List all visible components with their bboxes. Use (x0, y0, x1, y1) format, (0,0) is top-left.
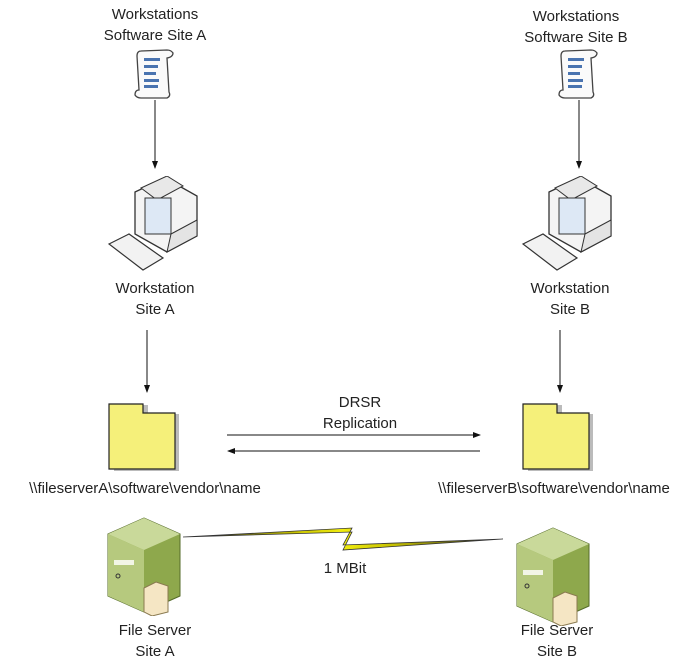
replication-label: DRSR Replication (322, 394, 398, 432)
file-server-icon[interactable] (104, 516, 186, 616)
software-site-b-label: Workstations Software Site B (524, 8, 628, 46)
folder-icon[interactable] (521, 403, 593, 471)
share-path-site-a: \\fileserverA\software\vendor\name (29, 480, 261, 497)
file-server-site-b-label: File Server Site B (520, 622, 594, 660)
file-server-icon[interactable] (513, 526, 595, 626)
workstation-computer-icon[interactable] (519, 176, 619, 274)
script-scroll-icon (134, 49, 174, 99)
file-server-site-a-label: File Server Site A (118, 622, 192, 660)
share-path-site-b: \\fileserverB\software\vendor\name (438, 480, 670, 497)
workstation-computer-icon[interactable] (105, 176, 205, 274)
workstation-site-b-label: Workstation Site B (530, 280, 610, 318)
lightning-link-icon[interactable] (182, 527, 504, 551)
link-speed-label: 1 MBit (323, 560, 367, 577)
workstation-site-a-label: Workstation Site A (115, 280, 195, 318)
folder-icon[interactable] (107, 403, 179, 471)
script-scroll-icon (558, 49, 598, 99)
software-site-a-label: Workstations Software Site A (103, 6, 207, 44)
